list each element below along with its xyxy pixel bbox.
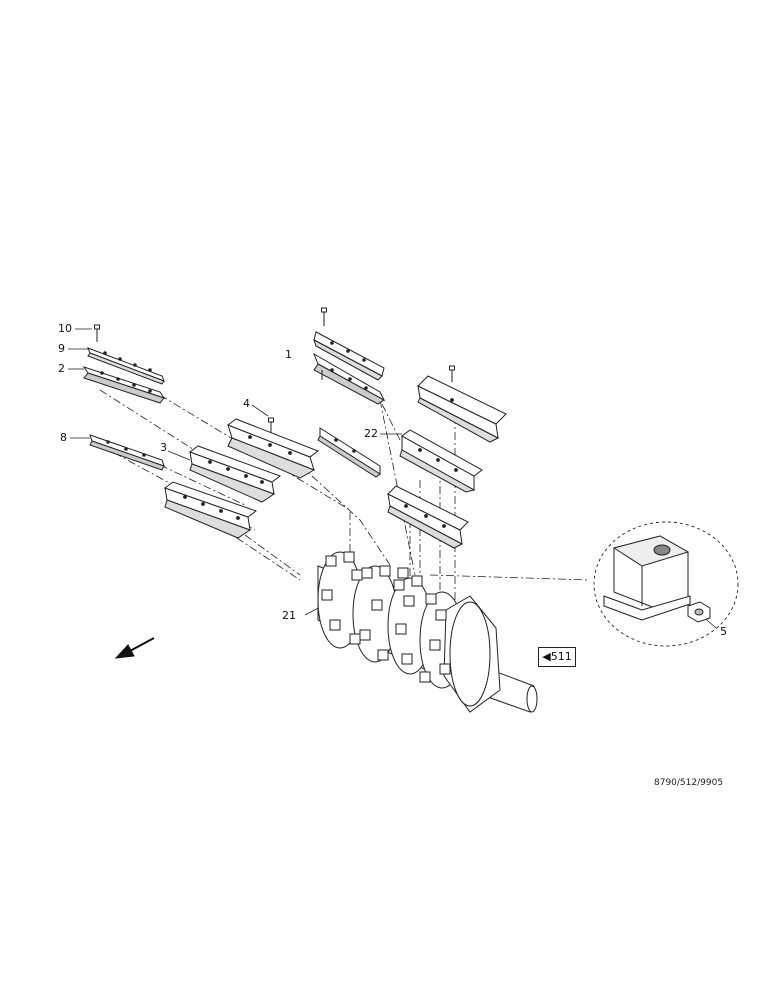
callout-10: 10 — [58, 322, 72, 335]
callout-1: 1 — [285, 348, 292, 361]
callout-4: 4 — [243, 397, 250, 410]
angle-top-right — [417, 375, 507, 443]
reference-box: ◀511 — [538, 647, 576, 667]
direction-arrow-icon — [114, 637, 155, 659]
screw-4 — [268, 417, 274, 434]
callout-22: 22 — [364, 427, 378, 440]
callout-3: 3 — [160, 441, 167, 454]
callout-2: 2 — [58, 362, 65, 375]
callout-8: 8 — [60, 431, 67, 444]
screw-10 — [94, 324, 100, 342]
screw-top-right — [449, 365, 455, 382]
angle-3-lower — [163, 481, 258, 539]
screw-1 — [321, 307, 327, 326]
document-id: 8790/512/9905 — [654, 778, 724, 788]
angle-3-upper — [188, 445, 282, 503]
angle-22-lower — [387, 485, 469, 549]
plate-1-upper — [313, 331, 385, 381]
angle-4 — [226, 418, 320, 479]
nut-5 — [687, 601, 711, 623]
callout-9: 9 — [58, 342, 65, 355]
bar-middle — [317, 427, 381, 478]
knife-block-detail — [603, 535, 691, 621]
plate-9 — [87, 347, 165, 385]
rotor-21 — [317, 551, 538, 713]
callout-5: 5 — [720, 625, 727, 638]
bar-8 — [89, 434, 165, 471]
angle-22 — [399, 429, 483, 493]
plate-2 — [82, 366, 166, 404]
callout-21: 21 — [282, 609, 296, 622]
detail-bubble — [593, 521, 739, 647]
plate-1-lower — [313, 352, 386, 405]
